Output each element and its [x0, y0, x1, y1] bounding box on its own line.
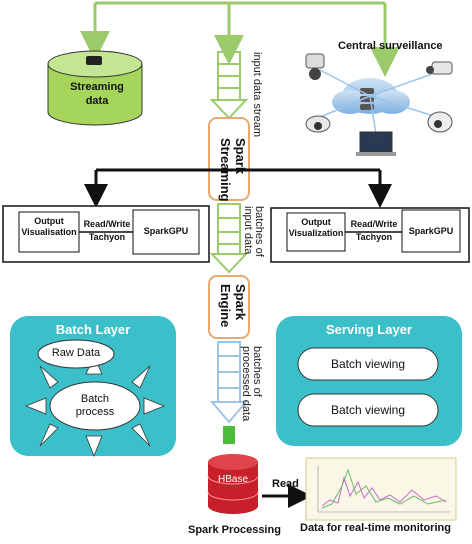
- green-indicator: [223, 426, 235, 444]
- central-surveillance-label: Central surveillance: [338, 40, 443, 52]
- left-visualisation-box: [2, 205, 210, 263]
- batches-input-arrow: [209, 203, 249, 274]
- streaming-data-cylinder: [47, 50, 143, 126]
- top-green-connectors: [80, 1, 400, 77]
- batches-input-label: batches of input data: [242, 206, 265, 257]
- right-visualization-box: [270, 207, 470, 263]
- monitoring-label: Data for real-time monitoring: [300, 522, 451, 534]
- streaming-data-label: Streaming data: [70, 81, 124, 107]
- spark-streaming-label: Spark Streaming: [218, 138, 248, 202]
- batches-processed-arrow: [209, 341, 249, 424]
- hbase-label: HBase: [217, 474, 248, 485]
- input-data-stream-arrow: [209, 51, 249, 120]
- left-output-label: Output Visualisation: [21, 216, 77, 237]
- batch-viewing-1: Batch viewing: [330, 357, 406, 371]
- serving-layer-title: Serving Layer: [326, 322, 412, 337]
- read-label: Read: [272, 478, 299, 490]
- spark-engine-box: [208, 275, 250, 339]
- spark-processing-label: Spark Processing: [188, 524, 281, 536]
- right-rw-label: Read/Write Tachyon: [350, 219, 398, 242]
- batch-viewing-2: Batch viewing: [330, 403, 406, 417]
- batch-layer-title: Batch Layer: [55, 322, 131, 337]
- monitoring-chart: [305, 457, 457, 521]
- right-output-label: Output Visualization: [288, 217, 344, 238]
- surveillance-cloud: [305, 53, 453, 156]
- spark-engine-label: Spark Engine: [218, 284, 248, 328]
- right-gpu-label: SparkGPU: [408, 226, 454, 236]
- batches-processed-label: batches of processed data: [240, 346, 263, 422]
- left-gpu-label: SparkGPU: [143, 226, 189, 236]
- input-data-stream-label: input data stream: [251, 52, 263, 137]
- raw-data-label: Raw Data: [51, 347, 101, 359]
- batch-process-label: Batch process: [75, 393, 115, 418]
- spark-streaming-box: [208, 117, 250, 201]
- distribution-arrows: [84, 168, 392, 208]
- serving-layer-panel: [276, 316, 462, 446]
- left-rw-label: Read/Write Tachyon: [83, 219, 131, 242]
- batch-layer-panel: [10, 316, 176, 458]
- camera-devices: [305, 53, 453, 156]
- hbase-database: [207, 454, 259, 514]
- camera-icon: [86, 56, 102, 65]
